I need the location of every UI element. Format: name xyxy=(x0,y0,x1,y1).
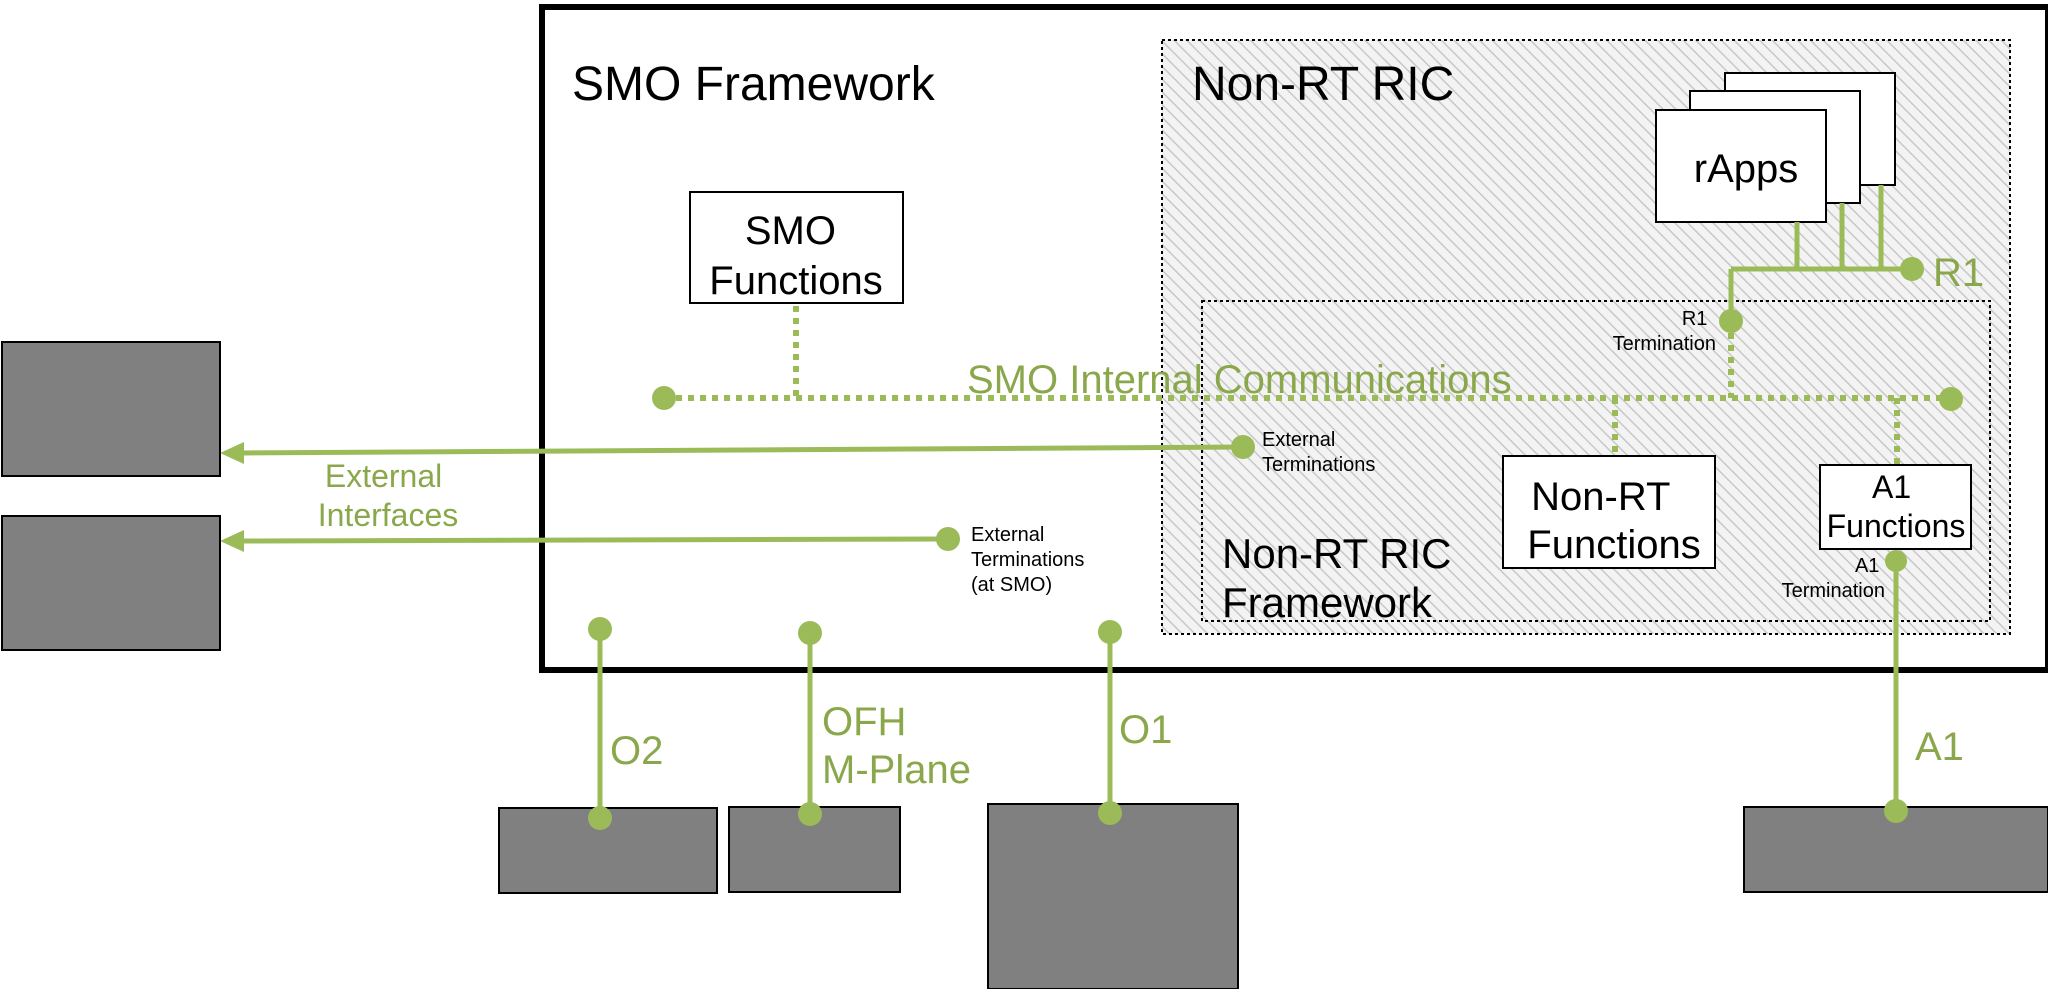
o2-bottom-point xyxy=(588,806,612,830)
r1-termination-point xyxy=(1719,309,1743,333)
ofh-top-point xyxy=(798,621,822,645)
smo-functions-box xyxy=(689,191,904,304)
a1-interface-label: A1 xyxy=(1915,725,1964,769)
smo-functions-label: SMO Functions xyxy=(709,209,882,303)
a1-termination-label: A1 Termination xyxy=(1782,555,1885,602)
o1-interface-label: O1 xyxy=(1119,708,1172,752)
a1-node-point xyxy=(1884,799,1908,823)
non-rt-ric-title: Non-RT RIC xyxy=(1192,58,1454,111)
r1-endpoint xyxy=(1900,257,1924,281)
non-rt-ric-framework-region xyxy=(1201,300,1991,622)
non-rt-functions-box xyxy=(1502,455,1716,569)
external-interface-line-2 xyxy=(241,536,949,544)
a1-functions-label: A1 Functions xyxy=(1827,469,1966,544)
o2-top-point xyxy=(588,617,612,641)
non-rt-functions-label: Non-RT Functions xyxy=(1527,475,1700,567)
external-terminations-smo-point xyxy=(936,527,960,551)
internal-bus-right-endpoint xyxy=(1939,387,1963,411)
external-system-box-bottom xyxy=(1,515,221,651)
internal-bus-left-endpoint xyxy=(652,386,676,410)
non-rt-ric-framework-label: Non-RT RIC Framework xyxy=(1222,530,1463,626)
o1-bottom-point xyxy=(1098,801,1122,825)
ofh-interface-label: OFH M-Plane xyxy=(822,700,971,792)
ofh-bottom-point xyxy=(798,802,822,826)
external-system-box-top xyxy=(1,341,221,477)
rapps-label: rApps xyxy=(1694,147,1799,191)
r1-label: R1 xyxy=(1933,251,1984,295)
a1-termination-point xyxy=(1885,550,1907,572)
smo-internal-bus xyxy=(664,306,1950,465)
rapps-box-front xyxy=(1655,109,1827,223)
o2-interface-label: O2 xyxy=(610,729,663,773)
o1-node-box xyxy=(987,803,1239,989)
a1-functions-box xyxy=(1819,464,1972,550)
smo-framework-title: SMO Framework xyxy=(572,58,936,111)
external-terminations-label: External Terminations xyxy=(1262,429,1375,476)
external-interface-line-1 xyxy=(241,444,1243,456)
external-terminations-smo-label: External Terminations (at SMO) xyxy=(971,524,1090,596)
smo-internal-comms-label: SMO Internal Communications xyxy=(967,358,1512,402)
external-interface-arrow-1 xyxy=(220,442,244,464)
o1-top-point xyxy=(1098,620,1122,644)
external-terminations-point xyxy=(1231,435,1255,459)
r1-termination-label: R1 Termination xyxy=(1613,308,1716,355)
external-interface-arrow-2 xyxy=(220,530,244,552)
external-interfaces-label: External Interfaces xyxy=(318,458,459,533)
